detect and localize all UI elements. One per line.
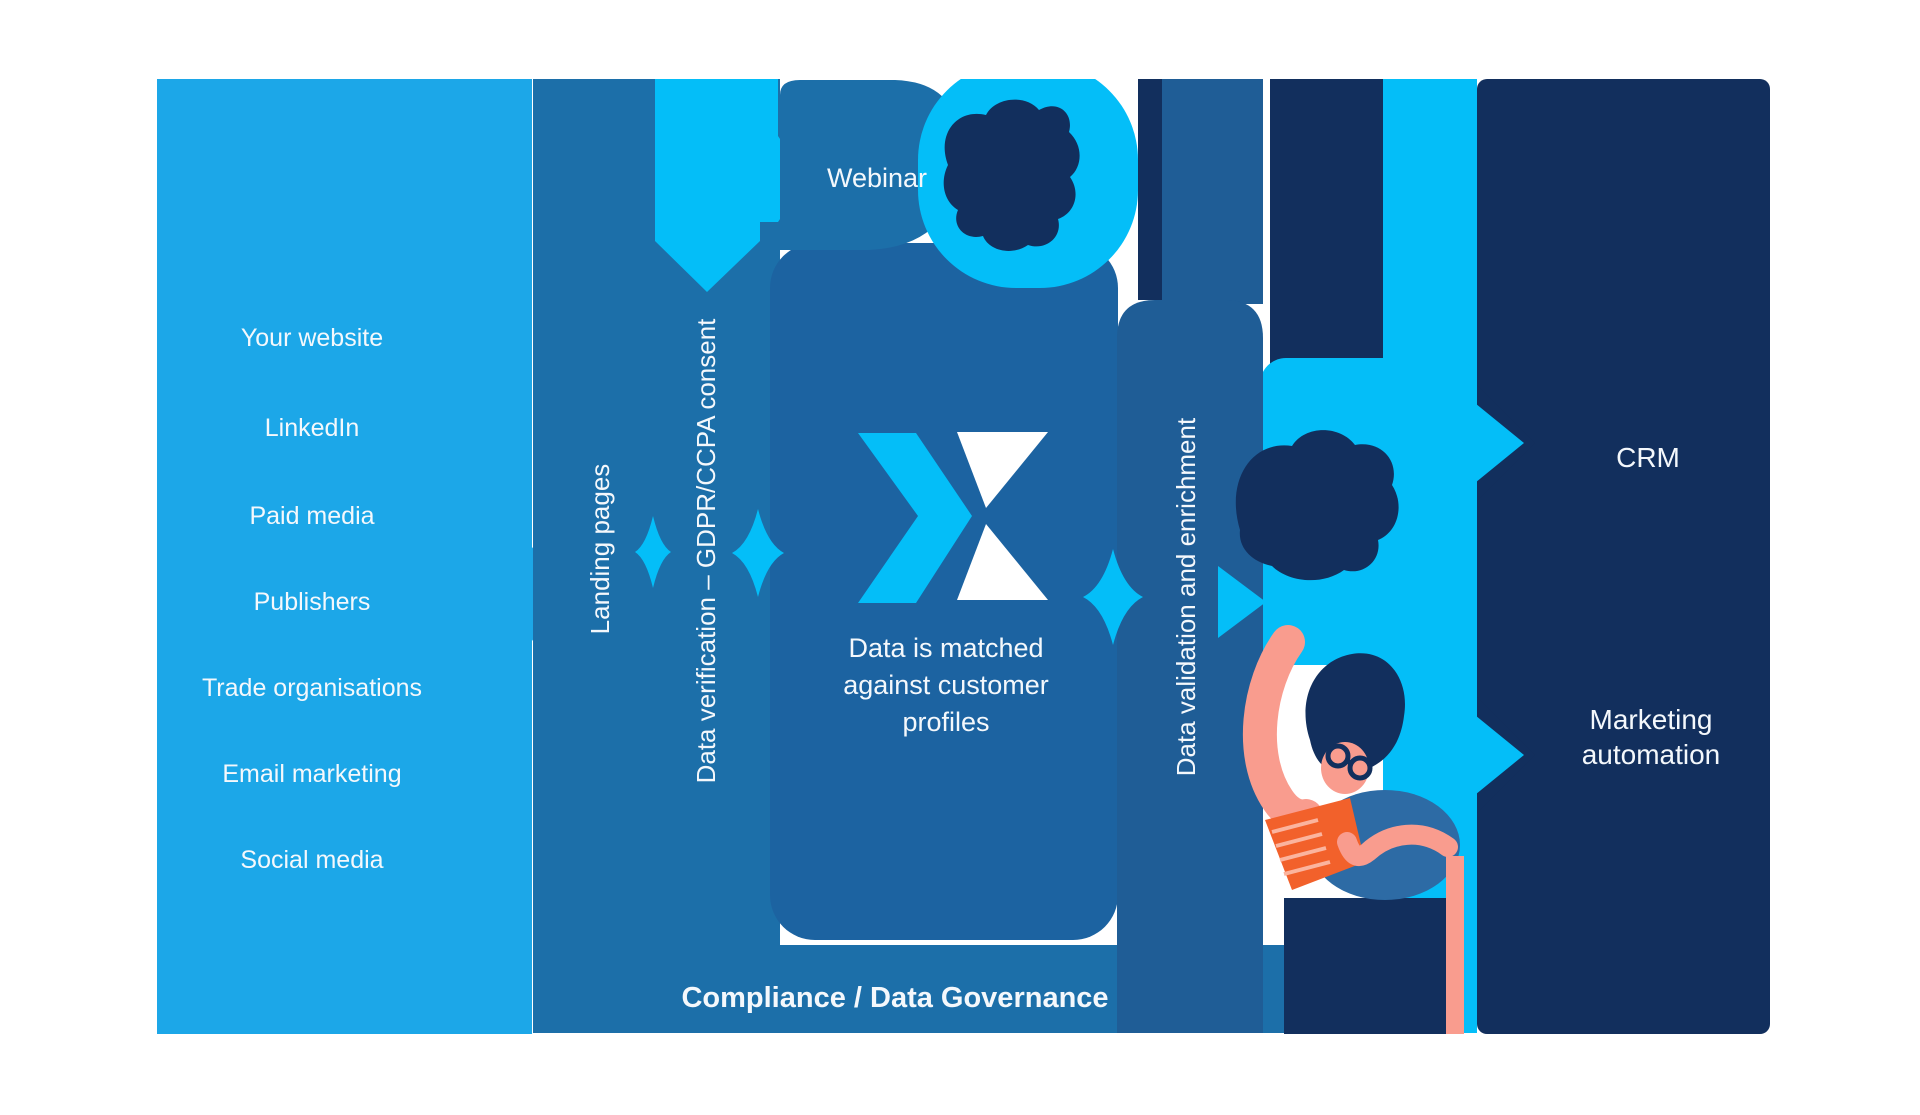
source-label-linkedin: LinkedIn [264, 414, 360, 442]
landing-pages-label: Landing pages [585, 463, 615, 635]
salmon-stripe [1446, 856, 1464, 1034]
marketing-automation-label: Marketing automation [1581, 704, 1721, 770]
flow-arrow-crm [1470, 399, 1524, 487]
book-page-lines [1271, 818, 1331, 876]
stripe-blue-a [1162, 79, 1263, 304]
crm-label: CRM [1616, 442, 1680, 473]
stripe-navy-a [1138, 79, 1162, 300]
margin-bottom [0, 1034, 1920, 1115]
scribble-blob [1235, 430, 1399, 581]
person-body [1284, 898, 1460, 1034]
margin-right [1770, 0, 1920, 1115]
x-logo [858, 432, 1048, 603]
x-logo-white-top [957, 432, 1048, 508]
stripe-navy-b [1270, 79, 1383, 370]
source-panel [157, 79, 568, 1034]
compliance-label: Compliance / Data Governance [681, 982, 1109, 1014]
verification-label: Data verification – GDPR/CCPA consent [691, 318, 721, 784]
matching-panel [770, 243, 1118, 940]
person-hair [1305, 653, 1405, 775]
person-reading-illustration [1235, 430, 1464, 1034]
flow-arrow-enrichment [1218, 566, 1266, 638]
validation-column [1117, 300, 1263, 1033]
person-right-arm [1337, 824, 1458, 867]
flow-strip-top-icon [655, 79, 807, 292]
x-logo-white-bottom [957, 524, 1048, 600]
person-glasses [1325, 743, 1373, 781]
x-logo-cyan-chevron [858, 433, 972, 603]
margin-top [0, 0, 1920, 79]
margin-left [0, 0, 157, 1115]
flow-diamond-mid [732, 509, 784, 597]
source-label-paid-media: Paid media [249, 502, 375, 530]
person-left-arm [1242, 625, 1323, 834]
source-label-trade-organisations: Trade organisations [201, 674, 423, 702]
source-label-publishers: Publishers [253, 588, 371, 616]
matching-label: Data is matched against customer profile… [843, 633, 1049, 737]
flow-diamond-large [1083, 549, 1143, 645]
webinar-bubble [780, 80, 961, 250]
flow-diamond-small [635, 516, 671, 588]
source-label-email-marketing: Email marketing [222, 760, 402, 788]
destinations-panel [1477, 79, 1770, 1034]
source-label-social-media: Social media [240, 846, 384, 874]
source-label-your-website: Your website [240, 324, 384, 352]
validation-label: Data validation and enrichment [1171, 417, 1201, 777]
flow-arrow-ma [1470, 711, 1524, 799]
orange-book [1265, 798, 1365, 890]
webinar-speaker-illustration [943, 99, 1080, 251]
person-face [1321, 742, 1369, 794]
webinar-label: Webinar [826, 163, 928, 193]
